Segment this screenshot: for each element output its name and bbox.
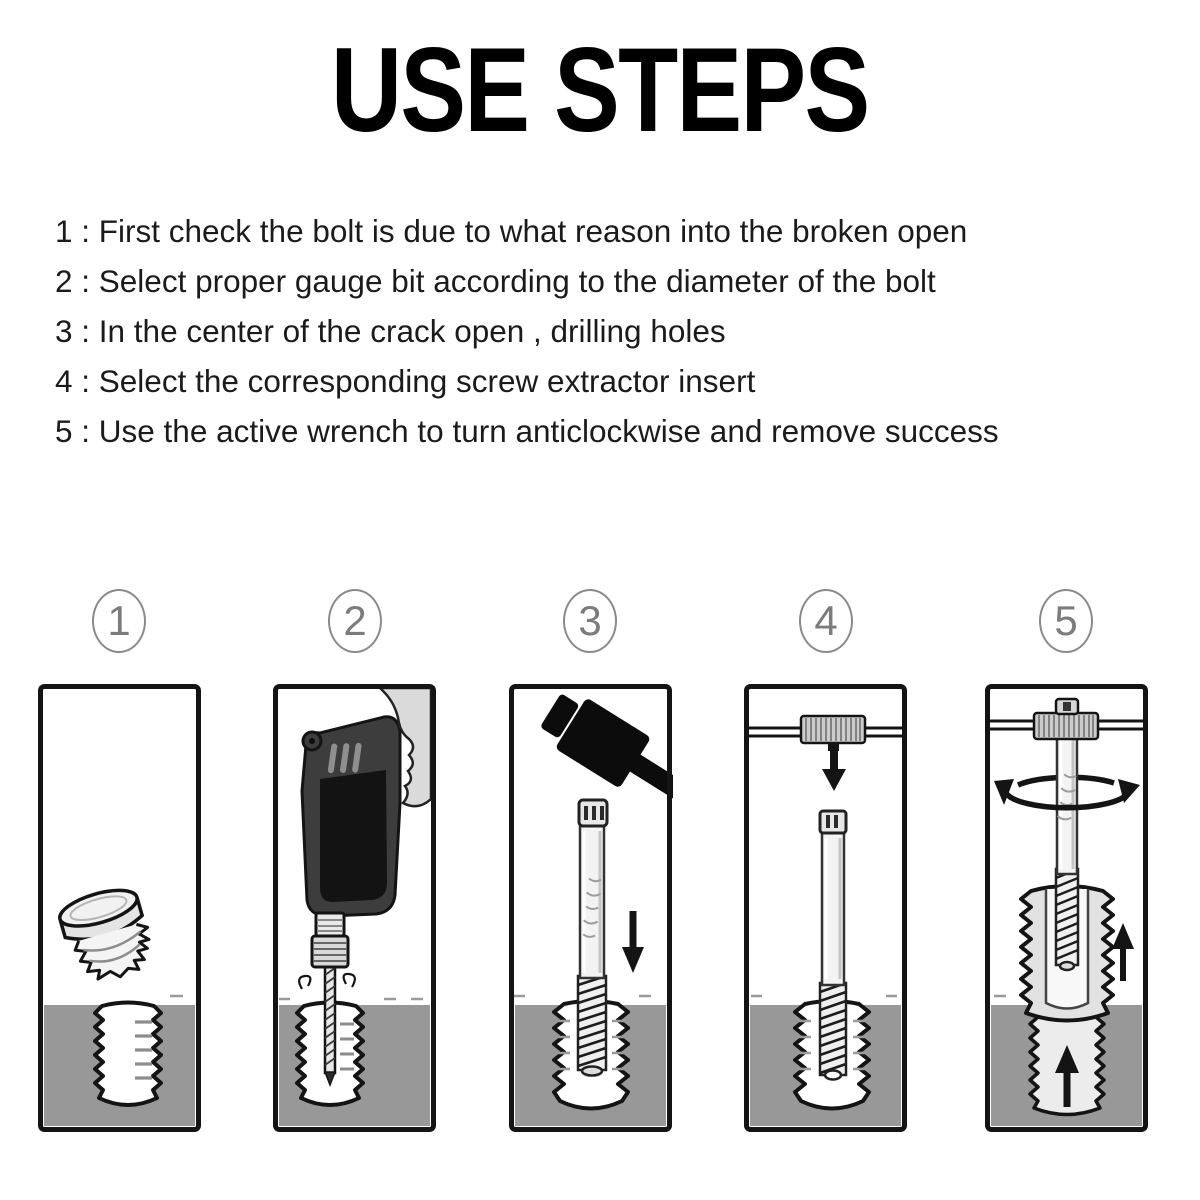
broken-bolt-icon (38, 684, 201, 1132)
drill-bit (323, 963, 337, 1088)
step-4-text: 4 : Select the corresponding screw extra… (55, 363, 756, 399)
step-4-number: 4 (814, 597, 838, 644)
step-3-illustration (508, 683, 673, 1133)
drill-body (300, 715, 402, 918)
drill-chuck (310, 911, 350, 969)
drill-debris-curl (298, 974, 312, 990)
steps-list: 1 : First check the bolt is due to what … (55, 206, 1190, 456)
engraved-size-marking (582, 877, 602, 938)
step-1-number: 1 (107, 597, 131, 644)
hand-gripping-drill (376, 686, 433, 808)
engraved-size-marking (1056, 773, 1077, 821)
down-arrow (822, 745, 846, 791)
drill-debris-curl (342, 972, 356, 988)
step-3-number: 3 (578, 597, 602, 644)
down-arrow (622, 911, 644, 973)
t-handle-wrench (745, 714, 906, 751)
electric-drill-icon (273, 684, 436, 1132)
step-1-illustration (37, 683, 202, 1133)
step-1-text: 1 : First check the bolt is due to what … (55, 213, 968, 249)
t-wrench-insert-icon (744, 684, 907, 1132)
screw-extractor (576, 798, 609, 1077)
broken-screw-head (58, 888, 151, 981)
screw-extractor (1054, 727, 1080, 972)
step-4-illustration (743, 683, 908, 1133)
step-4-badge: 4 (799, 589, 853, 653)
title-area: USE STEPS (0, 23, 1200, 157)
step-2-number: 2 (343, 597, 367, 644)
step-5-illustration (984, 683, 1149, 1133)
t-handle-wrench (986, 697, 1147, 741)
mallet-extractor-icon (509, 684, 673, 1132)
step-2-text: 2 : Select proper gauge bit according to… (55, 263, 936, 299)
step-2-badge: 2 (328, 589, 382, 653)
up-arrow-side (1112, 923, 1134, 981)
t-wrench-turn-icon (985, 684, 1148, 1132)
step-2-illustration (272, 683, 437, 1133)
step-1-badge: 1 (92, 589, 146, 653)
step-3-badge: 3 (563, 589, 617, 653)
step-5-badge: 5 (1039, 589, 1093, 653)
mallet (541, 694, 673, 839)
step-5-number: 5 (1054, 597, 1078, 644)
screw-extractor (818, 809, 848, 1081)
step-5-text: 5 : Use the active wrench to turn anticl… (55, 413, 999, 449)
up-arrow-in-hole (1055, 1045, 1079, 1107)
step-3-text: 3 : In the center of the crack open , dr… (55, 313, 726, 349)
anticlockwise-rotation-arrow (994, 779, 1140, 811)
page-title: USE STEPS (331, 23, 870, 157)
